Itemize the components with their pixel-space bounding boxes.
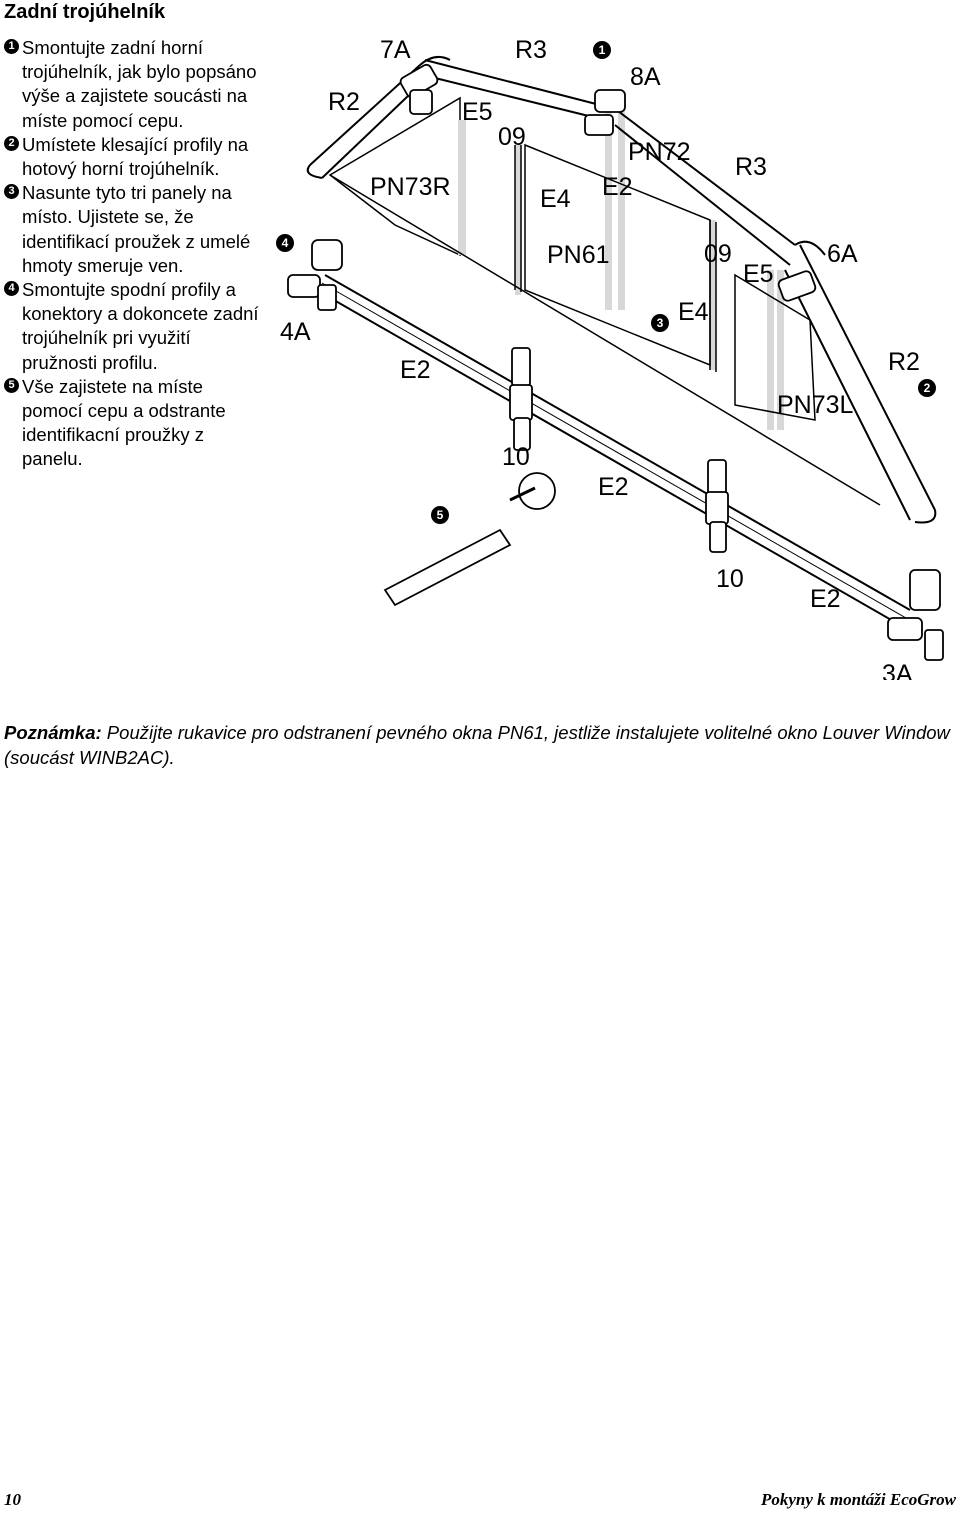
page-number: 10	[4, 1490, 21, 1509]
removal-tool	[383, 472, 556, 607]
roof-profiles	[306, 55, 937, 524]
step-text: Vše zajistete na míste pomocí cepu a ods…	[22, 375, 226, 470]
label-pn72: PN72	[628, 138, 691, 166]
step-badge-5: 5	[431, 506, 449, 524]
step-number-badge: 3	[4, 184, 19, 200]
label-6a: 6A	[827, 240, 858, 268]
connector-10-left	[509, 347, 533, 451]
connector-3a	[887, 569, 944, 661]
page-title: Zadní trojúhelník	[4, 1, 166, 23]
note-text: Použijte rukavice pro odstranení pevného…	[4, 722, 950, 768]
label-7a: 7A	[380, 36, 411, 64]
note: Poznámka: Použijte rukavice pro odstrane…	[4, 720, 954, 770]
label-4a: 4A	[280, 318, 311, 346]
svg-text:4: 4	[282, 236, 289, 250]
svg-text:2: 2	[924, 381, 931, 395]
svg-text:3: 3	[657, 316, 664, 330]
label-e2-top: E2	[602, 173, 633, 201]
connector-8a	[584, 89, 626, 136]
label-e5-right: E5	[743, 260, 774, 288]
step-badge-2: 2	[918, 379, 936, 397]
step-number-badge: 1	[4, 39, 19, 54]
step-number-badge: 2	[4, 135, 19, 151]
step-text: Smontujte spodní profily a konektory a d…	[22, 279, 259, 373]
label-r3-top: R3	[515, 36, 547, 64]
connector-7a	[399, 63, 439, 115]
label-09-right: 09	[704, 240, 732, 268]
connector-6a	[777, 270, 817, 302]
document-title: Pokyny k montáži EcoGrow	[760, 1490, 956, 1509]
label-10-right: 10	[716, 565, 744, 593]
assembly-diagram: 7A R3 8A R2 E5 09 PN72 R3 PN73R E2 E4 PN…	[276, 36, 944, 680]
label-pn73l: PN73L	[777, 391, 854, 419]
label-09-left: 09	[498, 123, 526, 151]
label-pn73r: PN73R	[370, 173, 451, 201]
svg-text:1: 1	[599, 43, 606, 57]
panel-strips	[458, 110, 784, 430]
step-badge-4: 4	[276, 234, 294, 252]
connector-4a	[287, 239, 343, 311]
label-pn61: PN61	[547, 241, 610, 269]
label-3a: 3A	[882, 660, 913, 680]
step-number-badge: 5	[4, 377, 19, 393]
bottom-profile	[319, 274, 911, 626]
panel-edges	[329, 145, 881, 506]
panel-pn73l	[734, 273, 816, 421]
label-10-left: 10	[502, 443, 530, 471]
label-e2-right: E2	[810, 585, 841, 613]
note-label: Poznámka:	[4, 722, 102, 743]
label-r2-right: R2	[888, 348, 920, 376]
label-8a: 8A	[630, 63, 661, 91]
step-text: Nasunte tyto tri panely na místo. Ujiste…	[22, 182, 251, 276]
step-text: Umístete klesající profily na hotový hor…	[22, 133, 249, 180]
step-number-badge: 4	[4, 281, 19, 297]
step-badge-3: 3	[651, 314, 669, 332]
connector-10-right	[705, 459, 729, 553]
step-badge-1: 1	[593, 41, 611, 59]
svg-text:5: 5	[437, 508, 444, 522]
label-r2-left: R2	[328, 88, 360, 116]
label-e2-left: E2	[400, 356, 431, 384]
label-e4-left: E4	[540, 185, 571, 213]
label-e5-left: E5	[462, 98, 493, 126]
part-labels: 7A R3 8A R2 E5 09 PN72 R3 PN73R E2 E4 PN…	[280, 36, 920, 680]
step-text: Smontujte zadní horní trojúhelník, jak b…	[22, 37, 257, 131]
label-r3-right: R3	[735, 153, 767, 181]
label-e4-right: E4	[678, 298, 709, 326]
label-e2-mid: E2	[598, 473, 629, 501]
